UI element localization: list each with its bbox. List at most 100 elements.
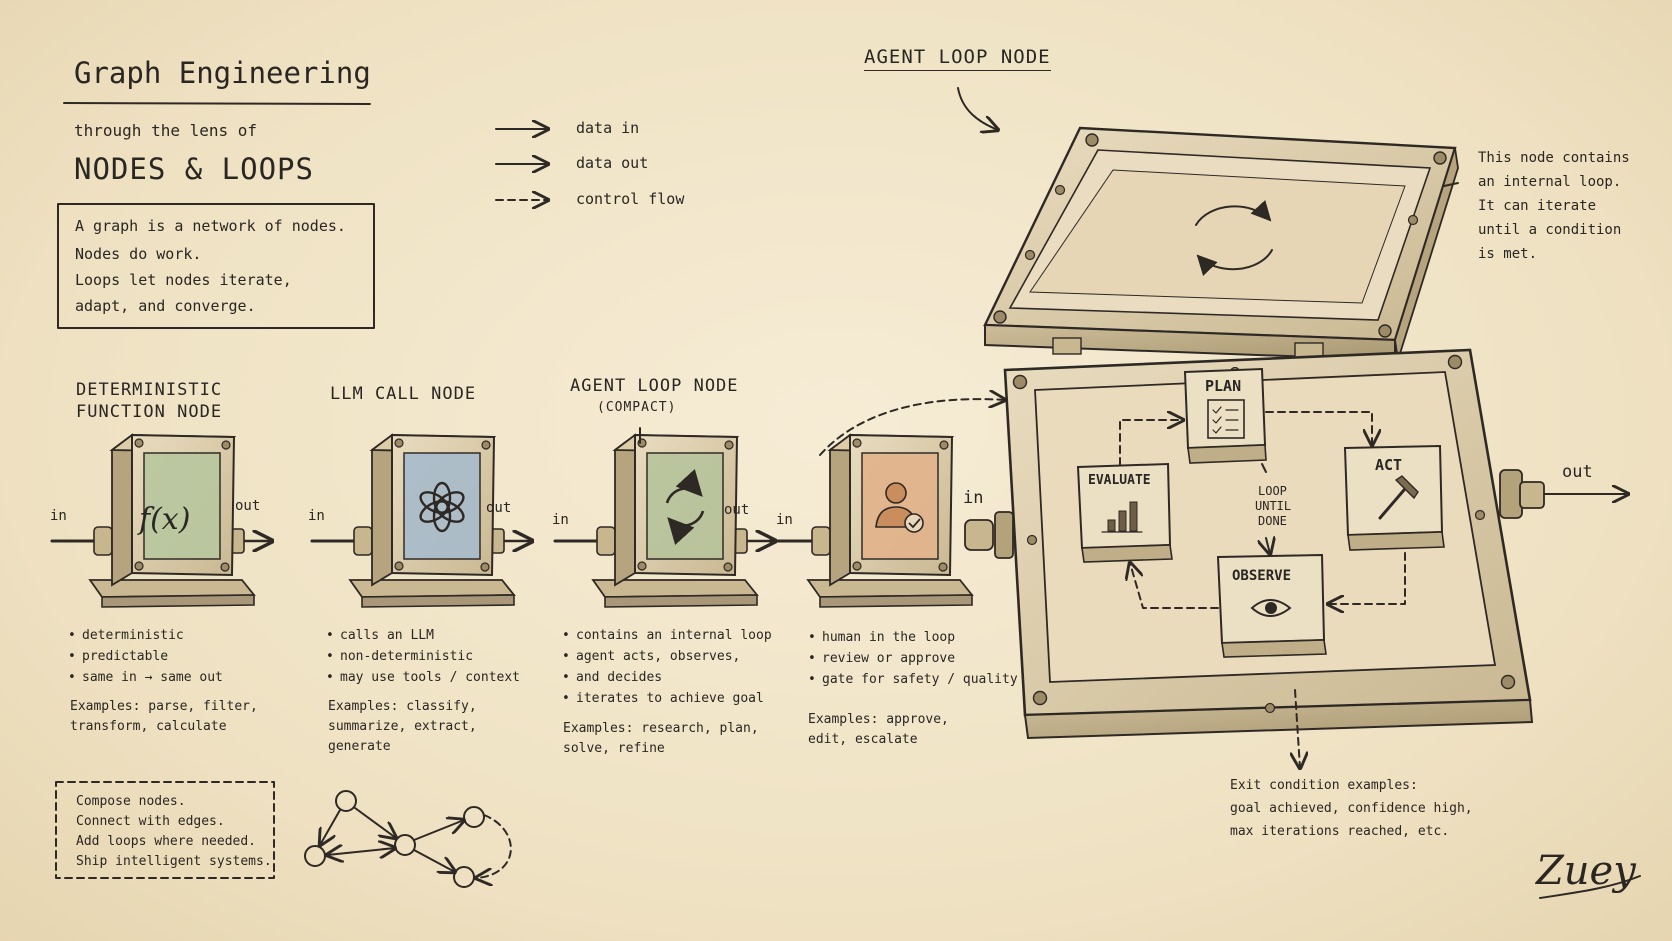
evaluate-block xyxy=(1076,462,1173,563)
exit-line-3: max iterations reached, etc. xyxy=(1230,824,1450,839)
bullet: same in → same out xyxy=(66,667,223,688)
intro-line-4: adapt, and converge. xyxy=(75,297,256,315)
node-4-in-label: in xyxy=(776,512,793,528)
big-node-note-1: This node contains xyxy=(1478,150,1630,166)
loop-center-label-1: LOOP xyxy=(1258,484,1287,498)
big-node-in-label: in xyxy=(963,488,984,508)
bullet: calls an LLM xyxy=(324,625,520,646)
compose-line-3: Add loops where needed. xyxy=(76,834,257,849)
subtitle: through the lens of xyxy=(74,121,258,140)
exit-line-2: goal achieved, confidence high, xyxy=(1230,801,1473,816)
act-label: ACT xyxy=(1375,456,1403,474)
node-4-bullets: human in the loop review or approve gate… xyxy=(806,627,1018,690)
node-4-box xyxy=(768,433,974,608)
node-1-in-label: in xyxy=(50,508,67,524)
node-2-box xyxy=(310,433,532,608)
node-2-bullets: calls an LLM non-deterministic may use t… xyxy=(324,625,520,688)
node-panel xyxy=(403,452,481,560)
node-1-examples: Examples: parse, filter, transform, calc… xyxy=(70,697,258,737)
bullet: non-deterministic xyxy=(324,646,520,667)
loop-center-label-3: DONE xyxy=(1258,514,1287,528)
bullet: predictable xyxy=(66,646,223,667)
node-3-bullets: contains an internal loop agent acts, ob… xyxy=(560,625,772,709)
exit-line-1: Exit condition examples: xyxy=(1230,778,1418,793)
loop-observe-to-evaluate xyxy=(1130,563,1219,609)
node-1-title-line-2: FUNCTION NODE xyxy=(76,402,223,422)
examples-line: summarize, extract, xyxy=(328,719,477,734)
signature-underline xyxy=(1539,875,1641,899)
big-node-title: AGENT LOOP NODE xyxy=(864,46,1051,71)
mini-graph xyxy=(304,790,512,888)
control-flow-arc xyxy=(819,399,1005,456)
node-4-examples: Examples: approve, edit, escalate xyxy=(808,710,949,750)
intro-line-1: A graph is a network of nodes. xyxy=(75,217,346,235)
note-tick xyxy=(1443,182,1459,187)
loop-act-to-observe xyxy=(1328,552,1406,604)
bullet: may use tools / context xyxy=(324,667,520,688)
plan-block xyxy=(1183,367,1267,464)
examples-line: edit, escalate xyxy=(808,732,918,747)
big-input-shaft xyxy=(964,511,1014,559)
node-panel xyxy=(646,452,724,560)
node-3-title-line-1: AGENT LOOP NODE xyxy=(570,376,739,396)
lid-cycle-icon xyxy=(1195,199,1272,226)
big-node-note-5: is met. xyxy=(1478,246,1538,262)
bullet: review or approve xyxy=(806,648,1018,669)
compose-line-1: Compose nodes. xyxy=(76,794,186,809)
signature: Zuey xyxy=(1536,848,1636,894)
big-box-lid xyxy=(983,126,1459,362)
bullet: contains an internal loop xyxy=(560,625,772,646)
observe-label: OBSERVE xyxy=(1232,568,1292,584)
node-2-out-label: out xyxy=(486,500,512,516)
node-1-bullets: deterministic predictable same in → same… xyxy=(66,625,223,688)
big-node-note-4: until a condition xyxy=(1478,222,1622,238)
node-1-title-line-1: DETERMINISTIC xyxy=(76,380,223,400)
examples-line: Examples: approve, xyxy=(808,712,949,727)
plan-label: PLAN xyxy=(1205,377,1242,395)
intro-line-2: Nodes do work. xyxy=(75,245,202,263)
loop-arrows-icon xyxy=(665,468,705,546)
node-3-out-label: out xyxy=(724,502,750,518)
big-node-note-3: It can iterate xyxy=(1478,198,1597,214)
page-title: Graph Engineering xyxy=(74,56,371,90)
node-1-box xyxy=(50,433,272,608)
loop-center-label-2: UNTIL xyxy=(1255,499,1292,513)
bullet: deterministic xyxy=(66,625,223,646)
bullet: gate for safety / quality xyxy=(806,669,1018,690)
node-3-box xyxy=(553,433,775,608)
node-2-examples: Examples: classify, summarize, extract, … xyxy=(328,697,477,757)
exit-arrow xyxy=(1295,689,1300,768)
node-3-in-label: in xyxy=(552,512,569,528)
big-output-shaft xyxy=(1499,469,1628,519)
node-2-title: LLM CALL NODE xyxy=(330,384,477,404)
examples-line: Examples: parse, filter, xyxy=(70,699,258,714)
examples-line: solve, refine xyxy=(563,741,665,756)
openai-icon xyxy=(419,481,465,533)
compose-line-4: Ship intelligent systems. xyxy=(76,854,272,869)
examples-line: transform, calculate xyxy=(70,719,227,734)
compose-line-2: Connect with edges. xyxy=(76,814,225,829)
legend-label-control-flow: control flow xyxy=(576,190,685,208)
compose-box xyxy=(55,781,275,879)
node-3-examples: Examples: research, plan, solve, refine xyxy=(563,719,759,759)
title-underline xyxy=(63,102,371,105)
big-node-note-2: an internal loop. xyxy=(1478,174,1622,190)
observe-block xyxy=(1216,553,1327,658)
examples-line: Examples: research, plan, xyxy=(563,721,759,736)
big-node-out-label: out xyxy=(1562,462,1593,482)
bullet: iterates to achieve goal xyxy=(560,688,772,709)
main-title: NODES & LOOPS xyxy=(74,152,314,186)
loop-plan-to-act xyxy=(1265,411,1372,445)
legend-label-data-in: data in xyxy=(576,119,640,137)
intro-box xyxy=(57,203,375,329)
bullet: agent acts, observes, xyxy=(560,646,772,667)
title-pointer xyxy=(957,87,998,130)
node-2-in-label: in xyxy=(308,508,325,524)
loop-center-pointer-up xyxy=(1261,463,1267,473)
examples-line: generate xyxy=(328,739,391,754)
examples-line: Examples: classify, xyxy=(328,699,477,714)
intro-line-3: Loops let nodes iterate, xyxy=(75,271,292,289)
node-panel xyxy=(861,452,939,560)
